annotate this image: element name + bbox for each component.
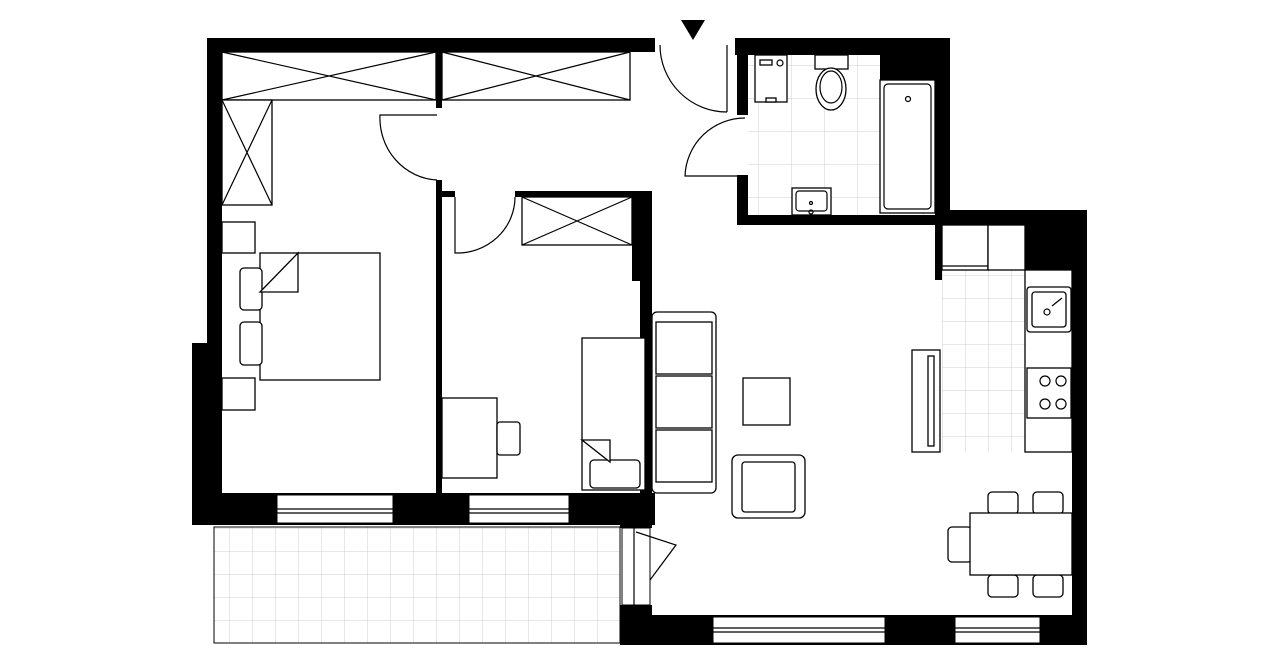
kitchen [941,224,1073,453]
bedroom-2-door[interactable] [454,196,516,254]
dining-table [947,491,1073,598]
kitchen-floor [942,270,1025,452]
doors[interactable] [379,44,746,254]
triangle-down-icon [681,20,705,40]
wardrobes [221,51,633,246]
bathroom-door[interactable] [684,117,746,177]
bedroom-1-door[interactable] [379,114,438,181]
double-bed [221,221,381,411]
balcony-floor [213,526,621,644]
coffee-table [742,377,791,426]
bathroom-fixtures [754,54,936,216]
sofa [651,311,717,494]
windows [276,494,1041,644]
entrance-door[interactable] [659,44,728,113]
armchair [731,454,806,519]
desk-and-bed [441,337,646,491]
tv-unit [911,349,941,453]
